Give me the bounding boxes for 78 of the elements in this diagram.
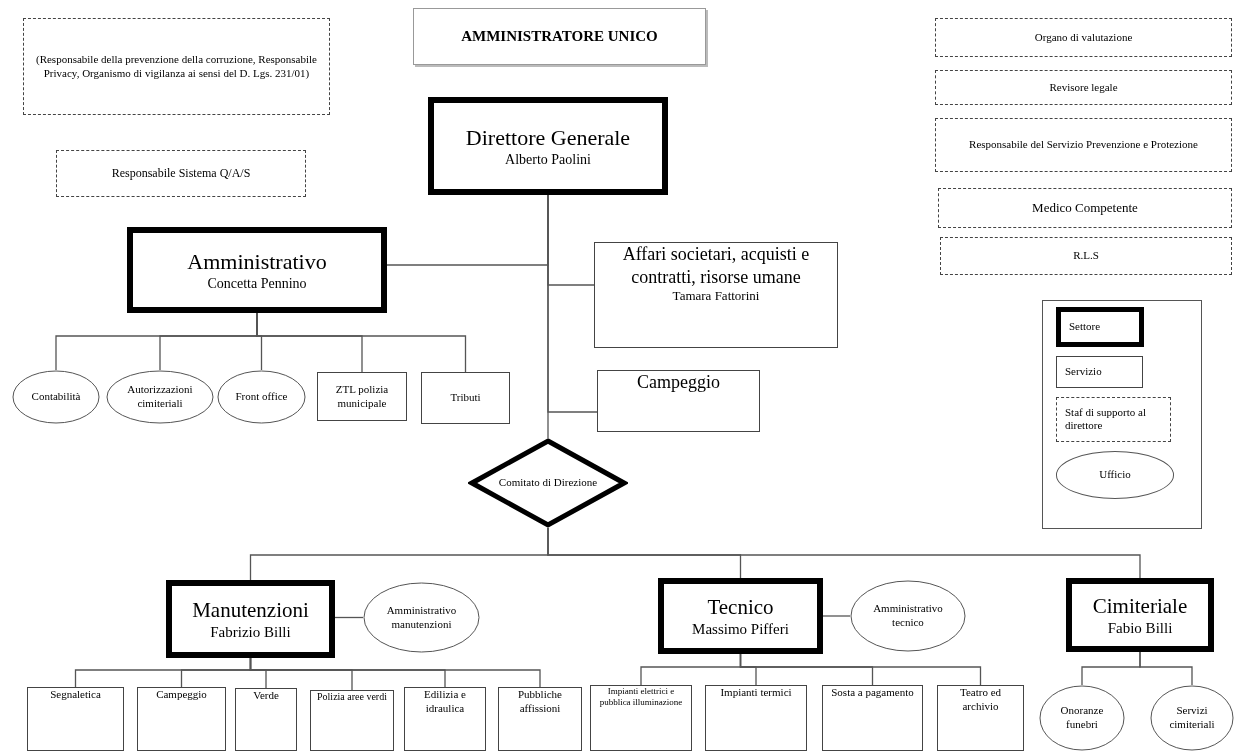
person-name: Fabio Billi	[1107, 618, 1173, 638]
service-box	[822, 685, 923, 751]
unit-name: Medico Competente	[1032, 199, 1138, 217]
unit-name: Teatro ed archivio	[958, 686, 1003, 714]
service-box	[498, 687, 582, 751]
connector-line	[739, 653, 982, 686]
sector-box	[658, 578, 823, 654]
unit-name: Front office	[235, 390, 288, 404]
unit-name: Responsabile del Servizio Prevenzione e Protezione	[969, 138, 1198, 152]
connector-line	[822, 615, 851, 617]
unit-name: Polizia aree verdi	[317, 691, 387, 704]
person-name: Concetta Pennino	[207, 275, 307, 293]
person-name: Alberto Paolini	[505, 151, 591, 169]
unit-name: Segnaletica	[50, 688, 101, 702]
sector-box	[1066, 578, 1214, 652]
unit-name: Tecnico	[707, 593, 774, 620]
service-box	[937, 685, 1024, 751]
person-name: Massimo Pifferi	[692, 619, 789, 639]
legend-swatch: Servizio	[1056, 355, 1143, 388]
unit-name: Edilizia e idraulica	[423, 688, 467, 716]
unit-name: Manutenzioni	[192, 596, 309, 623]
unit-name: Impianti elettrici e pubblica illuminazione	[598, 686, 684, 709]
title-box	[413, 8, 706, 65]
legend-swatch: Settore	[1056, 307, 1144, 347]
connector-line	[334, 616, 364, 619]
connector-line	[249, 657, 541, 688]
unit-name: Pubbliche affissioni	[517, 688, 563, 716]
connector-line	[1139, 651, 1193, 686]
staff-box	[935, 18, 1232, 57]
unit-name: Responsabile Sistema Q/A/S	[111, 166, 251, 181]
unit-name: Affari societari, acquisti e contratti, risorse umane	[621, 243, 811, 288]
connector-line	[547, 194, 549, 439]
staff-box	[938, 188, 1232, 228]
unit-name: Contabilità	[31, 390, 81, 404]
unit-name: Verde	[253, 689, 279, 703]
staff-box	[23, 18, 330, 115]
service-box	[310, 690, 394, 751]
unit-name: AMMINISTRATORE UNICO	[461, 27, 658, 46]
unit-name: Sosta a pagamento	[831, 686, 914, 700]
unit-name: Onoranze funebri	[1059, 704, 1105, 732]
unit-name: (Responsabile della prevenzione della corruzione, Responsabile Privacy, Organismo di vigilanza ai sensi del D. Lgs. 231/01)	[35, 52, 318, 81]
unit-name: Campeggio	[156, 688, 207, 702]
unit-name: R.L.S	[1073, 249, 1099, 263]
unit-name: Revisore legale	[1049, 80, 1118, 95]
unit-name: Direttore Generale	[465, 123, 631, 151]
staff-box	[56, 150, 306, 197]
connector-line	[547, 527, 1141, 579]
service-box	[317, 372, 407, 421]
unit-name: Amministrativo tecnico	[872, 602, 944, 630]
unit-name: Cimiteriale	[1092, 592, 1188, 619]
service-box	[594, 242, 838, 348]
unit-name: ZTL polizia municipale	[334, 382, 390, 411]
unit-name: Autorizzazioni cimiteriali	[126, 383, 194, 411]
unit-name: Amministrativo	[187, 247, 327, 275]
staff-box	[935, 118, 1232, 172]
person-name: Tamara Fattorini	[672, 288, 760, 305]
unit-name: Amministrativo manutenzioni	[385, 603, 458, 632]
unit-name: Impianti termici	[720, 686, 792, 700]
staff-box	[940, 237, 1232, 275]
sector-box	[127, 227, 387, 313]
unit-name: Campeggio	[637, 371, 720, 394]
unit-name: Organo di valutazione	[1034, 30, 1133, 45]
staff-box	[935, 70, 1232, 105]
service-box	[235, 688, 297, 751]
service-box	[597, 370, 760, 432]
legend-swatch: Staf di supporto al direttore	[1056, 396, 1171, 442]
unit-name: Comitato di Direzione	[498, 476, 598, 490]
service-box	[404, 687, 486, 751]
service-box	[590, 685, 692, 751]
person-name: Fabrizio Billi	[210, 622, 291, 642]
unit-name: Servizi cimiteriali	[1168, 704, 1216, 732]
service-box	[137, 687, 226, 751]
sector-box	[166, 580, 335, 658]
sector-box	[428, 97, 668, 195]
service-box	[421, 372, 510, 424]
unit-name: Tributi	[450, 391, 481, 405]
service-box	[27, 687, 124, 751]
service-box	[705, 685, 807, 751]
